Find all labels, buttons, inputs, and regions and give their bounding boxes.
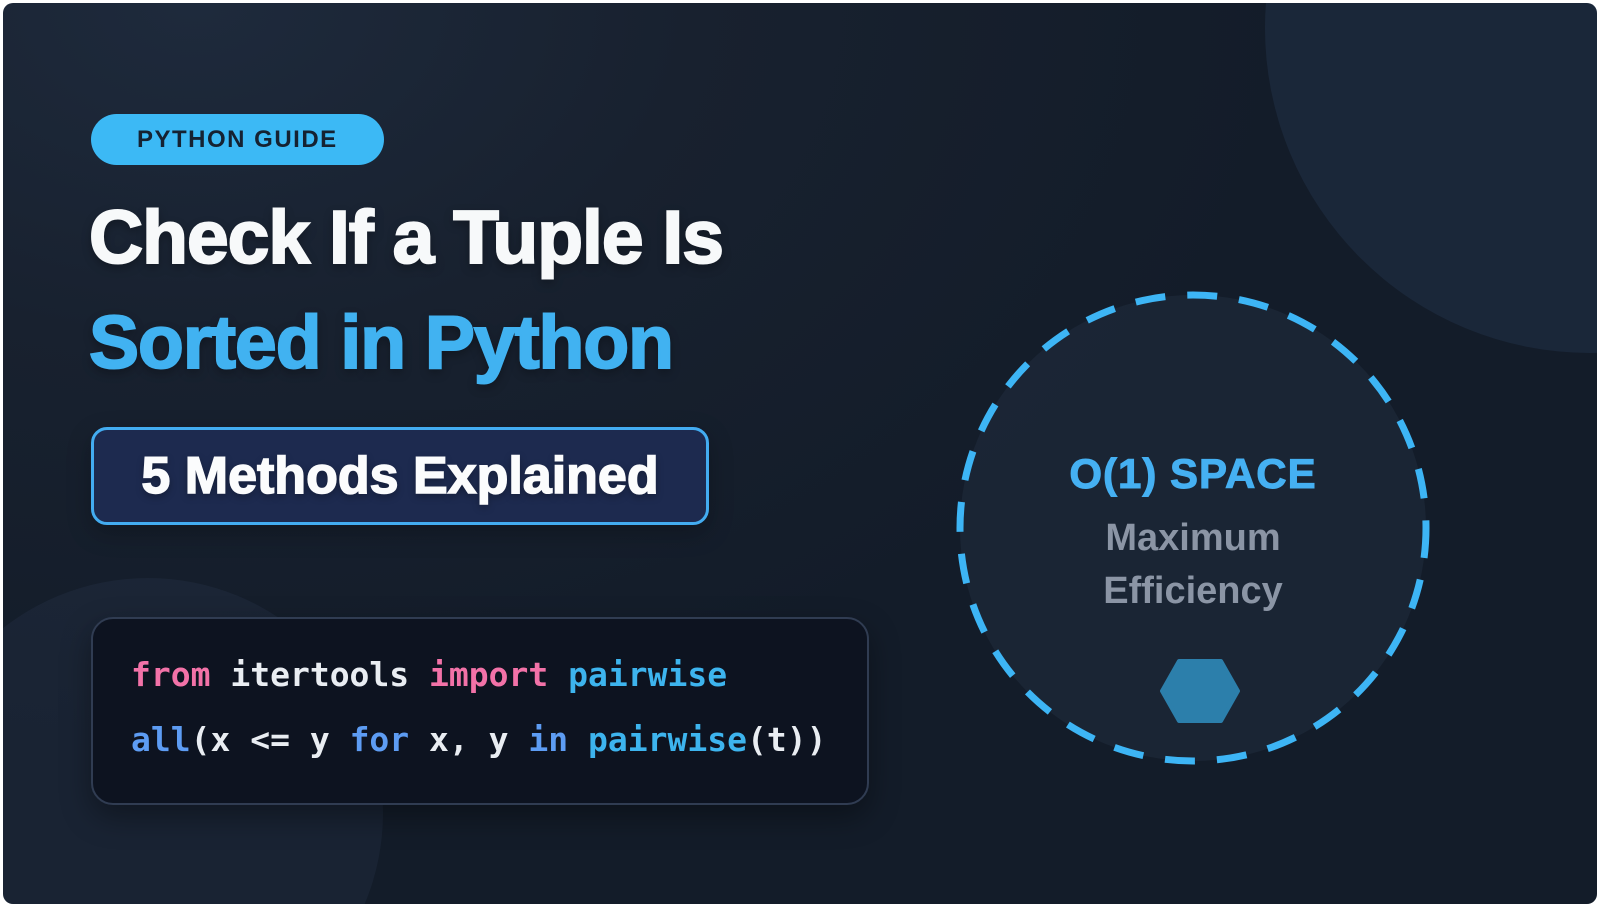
page-title: Check If a Tuple Is Sorted in Python xyxy=(88,185,725,395)
methods-count-label: 5 Methods Explained xyxy=(141,446,660,506)
code-token-for: for xyxy=(349,720,410,759)
dashed-efficiency-circle xyxy=(956,291,1430,765)
code-token-import: import xyxy=(429,655,549,694)
code-snippet-block: from itertools import pairwise all(x <= … xyxy=(91,617,869,805)
code-line-import: from itertools import pairwise xyxy=(131,655,727,695)
hexagon-icon xyxy=(1160,659,1240,723)
code-token-space xyxy=(568,720,588,759)
page-title-line1: Check If a Tuple Is xyxy=(88,194,725,280)
page-title-line2: Sorted in Python xyxy=(88,299,675,385)
python-guide-badge-label: PYTHON GUIDE xyxy=(137,125,338,153)
efficiency-label-line1: Maximum xyxy=(1105,517,1281,559)
code-token-in: in xyxy=(528,720,569,759)
code-token-pairwise-call: pairwise xyxy=(588,720,747,759)
infographic-canvas: PYTHON GUIDE Check If a Tuple Is Sorted … xyxy=(3,3,1597,904)
methods-count-box: 5 Methods Explained xyxy=(91,427,709,525)
code-token-comparison: (x <= y xyxy=(190,720,350,759)
code-line-all-expression: all(x <= y for x, y in pairwise(t)) xyxy=(131,720,826,760)
code-token-vars: x, y xyxy=(409,720,529,759)
code-token-itertools: itertools xyxy=(210,655,430,694)
code-token-pairwise: pairwise xyxy=(548,655,728,694)
code-token-args: (t)) xyxy=(746,720,827,759)
code-token-from: from xyxy=(131,655,211,694)
space-complexity-label: O(1) SPACE xyxy=(1069,450,1317,498)
code-token-all: all xyxy=(131,720,191,759)
python-guide-badge: PYTHON GUIDE xyxy=(91,114,384,165)
efficiency-label-line2: Efficiency xyxy=(1103,570,1283,612)
